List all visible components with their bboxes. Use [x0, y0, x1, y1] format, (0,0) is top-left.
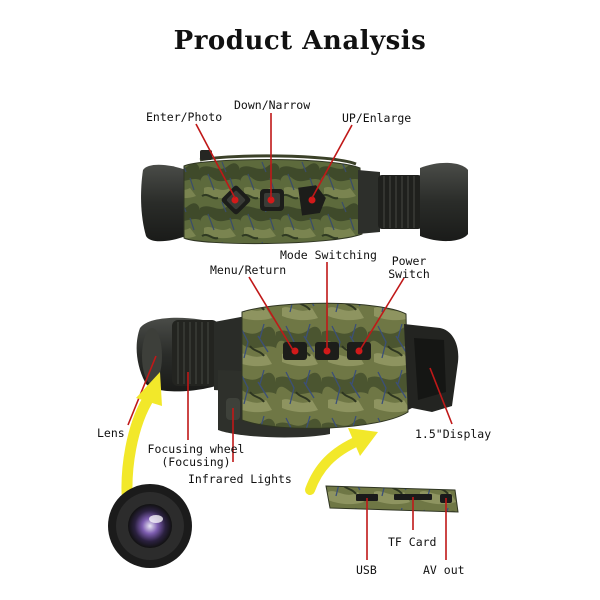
label-power-switch: Power Switch [388, 254, 430, 281]
label-enter-photo: Enter/Photo [146, 110, 223, 124]
eyecup-left [141, 164, 186, 242]
label-tf-card: TF Card [388, 535, 437, 549]
label-lens: Lens [97, 426, 125, 440]
label-focusing-wheel: Focusing wheel (Focusing) [147, 442, 245, 469]
label-up-enlarge: UP/Enlarge [342, 111, 412, 125]
label-av-out: AV out [423, 563, 465, 577]
top-callout-lines [195, 113, 353, 199]
device-top-view [141, 150, 468, 245]
page-title: Product Analysis [173, 26, 427, 56]
label-menu-return: Menu/Return [210, 263, 287, 277]
label-usb: USB [356, 563, 377, 577]
label-infrared-lights: Infrared Lights [188, 472, 292, 486]
label-down-narrow: Down/Narrow [234, 98, 311, 112]
device-bottom-view [136, 302, 459, 438]
label-mode-switching: Mode Switching [280, 248, 377, 262]
port-strip [325, 485, 459, 513]
bottom-callout-lines [127, 262, 453, 462]
label-display: 1.5"Display [415, 427, 492, 441]
port-callout-lines [366, 497, 447, 560]
lens-closeup [108, 484, 192, 568]
focusing-wheel [172, 320, 218, 386]
